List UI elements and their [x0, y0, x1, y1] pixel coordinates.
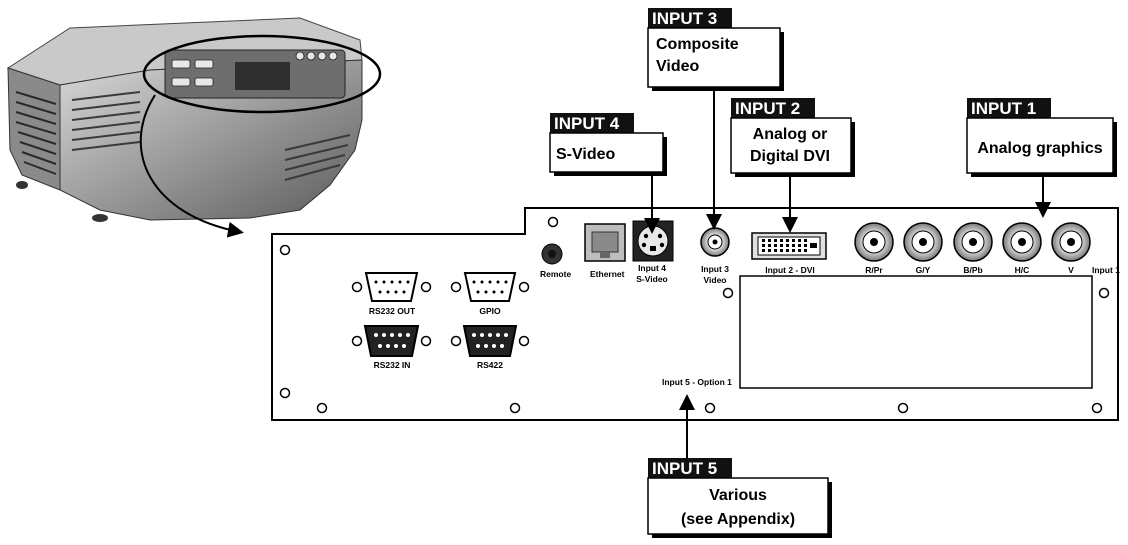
rpr-label: R/Pr [865, 265, 883, 275]
gy-label: G/Y [916, 265, 931, 275]
callout-input5: INPUT 5 Various (see Appendix) [647, 394, 832, 538]
bnc-g-y[interactable] [903, 222, 943, 262]
connector-panel: Remote Ethernet Input 4 S-Video Input 3 … [271, 207, 1120, 421]
bpb-label: B/Pb [963, 265, 982, 275]
input5-option-slot[interactable] [739, 275, 1093, 389]
input4-label-b: S-Video [636, 274, 668, 284]
bnc-r-pr[interactable] [854, 222, 894, 262]
input5-option-label: Input 5 - Option 1 [662, 377, 732, 387]
rs422-port[interactable] [450, 325, 530, 357]
callout-input3: INPUT 3 Composite Video [647, 8, 784, 230]
callout-input2-header: INPUT 2 [735, 99, 800, 118]
callout-input2-line2: Digital DVI [750, 148, 830, 165]
composite-video-bnc[interactable] [700, 227, 730, 257]
callout-input4: INPUT 4 S-Video [549, 113, 667, 234]
input3-label-b: Video [704, 275, 727, 285]
rs232-out-port[interactable] [351, 272, 432, 302]
gpio-label: GPIO [479, 306, 501, 316]
gpio-port[interactable] [450, 272, 530, 302]
input1-panel-label: Input 1 [1092, 265, 1120, 275]
callout-input5-line1: Various [709, 487, 767, 504]
callout-input5-line2: (see Appendix) [681, 511, 795, 528]
bnc-h-c[interactable] [1002, 222, 1042, 262]
callout-input1-line1: Analog graphics [977, 140, 1102, 157]
callout-input1-header: INPUT 1 [971, 99, 1036, 118]
ethernet-port[interactable] [584, 223, 626, 262]
callout-input2-line1: Analog or [753, 126, 828, 143]
dvi-port[interactable] [751, 232, 827, 260]
rs422-label: RS422 [477, 360, 503, 370]
callout-input4-header: INPUT 4 [554, 114, 620, 133]
mounting-holes [279, 216, 1110, 414]
v-label: V [1068, 265, 1074, 275]
callout-input3-line1: Composite [656, 36, 739, 53]
hc-label: H/C [1015, 265, 1030, 275]
projector-illustration [6, 17, 382, 238]
input4-label-a: Input 4 [638, 263, 666, 273]
rs232-in-port[interactable] [351, 325, 432, 357]
callout-input4-line1: S-Video [556, 146, 616, 163]
ethernet-label: Ethernet [590, 269, 625, 279]
remote-jack[interactable] [541, 243, 563, 265]
input3-label-a: Input 3 [701, 264, 729, 274]
input2-dvi-label: Input 2 - DVI [765, 265, 815, 275]
callout-input3-header: INPUT 3 [652, 9, 717, 28]
bnc-b-pb[interactable] [953, 222, 993, 262]
rs232-in-label: RS232 IN [374, 360, 411, 370]
panel-pointer-arrow [139, 94, 244, 238]
callout-input1: INPUT 1 Analog graphics [966, 98, 1117, 218]
callout-input2: INPUT 2 Analog or Digital DVI [730, 98, 855, 233]
remote-label: Remote [540, 269, 571, 279]
rs232-out-label: RS232 OUT [369, 306, 416, 316]
callout-input3-line2: Video [656, 58, 700, 75]
bnc-v[interactable] [1051, 222, 1091, 262]
callout-input5-header: INPUT 5 [652, 459, 717, 478]
highlight-ellipse [142, 34, 382, 114]
